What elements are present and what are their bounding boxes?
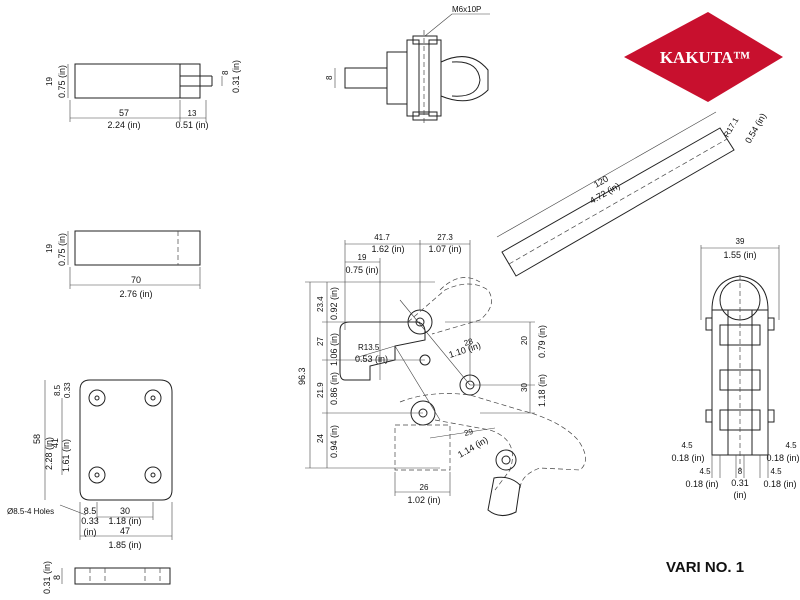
dim-079: 0.79 (in) [537,325,547,358]
clamp-main-view: 41.7 1.62 (in) 27.3 1.07 (in) 19 0.75 (i… [297,233,586,516]
dim-234: 23.4 [316,296,325,312]
holes-label: Ø8.5-4 Holes [7,507,54,516]
clamp-head-top-view: M6x10P 8 [325,5,490,126]
dim-094: 0.94 (in) [329,425,339,458]
dim-58: 58 [32,434,42,444]
dim-092: 0.92 (in) [329,287,339,320]
dim-075-b: 0.75 (in) [57,233,67,266]
dim-031-c-in: (in) [734,490,747,500]
dim-033-a: 0.33 [63,382,72,398]
dim-41: 41 [50,438,60,448]
dim-19-a: 19 [45,77,54,86]
dim-018-b: 0.18 (in) [766,453,799,463]
part-side-view-a: 19 0.75 (in) 8 0.31 (in) 57 2.24 (in) 13… [45,60,241,130]
dim-228: 2.28 (in) [44,437,54,470]
dim-28: 28 [463,336,475,347]
dim-051: 0.51 (in) [175,120,208,130]
dim-018-c: 0.18 (in) [685,479,718,489]
dim-075-c: 0.75 (in) [345,265,378,275]
dim-19-b: 19 [45,244,54,253]
clamp-front-view: 39 1.55 (in) 4.5 0.18 (in) 4.5 0.18 (in)… [671,237,799,500]
dim-39: 39 [736,237,745,246]
dim-107: 1.07 (in) [428,244,461,254]
dim-033-b: 0.33 [81,516,99,526]
dim-018-d: 0.18 (in) [763,479,796,489]
dim-45-a: 4.5 [681,441,693,450]
dim-8-b: 8 [52,575,62,580]
r171-label: R17.1 [722,116,741,139]
dim-30-b: 30 [520,383,529,392]
dim-118-b: 1.18 (in) [537,374,547,407]
dim-45-d: 4.5 [770,467,782,476]
dim-8-c: 8 [738,467,743,476]
dim-031-a: 0.31 (in) [231,60,241,93]
dim-219: 21.9 [316,382,325,398]
variant-label: VARI NO. 1 [666,559,744,576]
dim-161: 1.61 (in) [61,439,71,472]
dim-26: 26 [420,483,429,492]
dim-075-a: 0.75 (in) [57,65,67,98]
dim-276: 2.76 (in) [119,289,152,299]
r135-label: R13.5 [358,343,380,352]
dim-185: 1.85 (in) [108,540,141,550]
dim-8-s: 8 [325,75,334,80]
dim-27: 27 [316,337,325,346]
dim-19-c: 19 [358,253,367,262]
dim-155: 1.55 (in) [723,250,756,260]
logo-text: KAKUTA™ [660,48,750,67]
dim-47: 47 [120,526,130,536]
dim-24: 24 [316,434,325,443]
dim-102: 1.02 (in) [407,495,440,505]
dim-85-b: 8.5 [84,506,97,516]
dim-053: 0.53 (in) [355,354,388,364]
part-side-view-b: 19 0.75 (in) 70 2.76 (in) [45,230,201,299]
screw-label: M6x10P [452,5,481,14]
dim-417: 41.7 [374,233,390,242]
kakuta-logo: KAKUTA™ [624,12,783,102]
base-plate-side: 0.31 (in) 8 [42,561,171,594]
dim-in-label: (in) [84,527,97,537]
dim-224: 2.24 (in) [107,120,140,130]
dim-086: 0.86 (in) [329,372,339,405]
dim-70: 70 [131,275,141,285]
dim-031-c: 0.31 [731,478,749,488]
dim-273: 27.3 [437,233,453,242]
dim-114: 1.14 (in) [456,435,490,460]
dim-57: 57 [119,108,129,118]
dim-30-a: 30 [120,506,130,516]
dim-8-a: 8 [221,70,230,75]
dim-45-b: 4.5 [785,441,797,450]
dim-963: 96.3 [297,367,307,385]
dim-118-a: 1.18 (in) [108,516,141,526]
dim-20: 20 [520,336,529,345]
dim-054: 0.54 (in) [743,111,768,145]
dim-018-a: 0.18 (in) [671,453,704,463]
dim-29: 29 [463,427,474,438]
dim-031-b: 0.31 (in) [42,561,52,594]
dim-85-a: 8.5 [53,384,62,396]
dim-13: 13 [188,109,197,118]
dim-162: 1.62 (in) [371,244,404,254]
dim-45-c: 4.5 [699,467,711,476]
logo-diamond [624,12,783,102]
base-plate: 58 2.28 (in) 41 1.61 (in) 8.5 0.33 Ø8.5-… [7,379,173,550]
dim-106: 1.06 (in) [329,333,339,366]
